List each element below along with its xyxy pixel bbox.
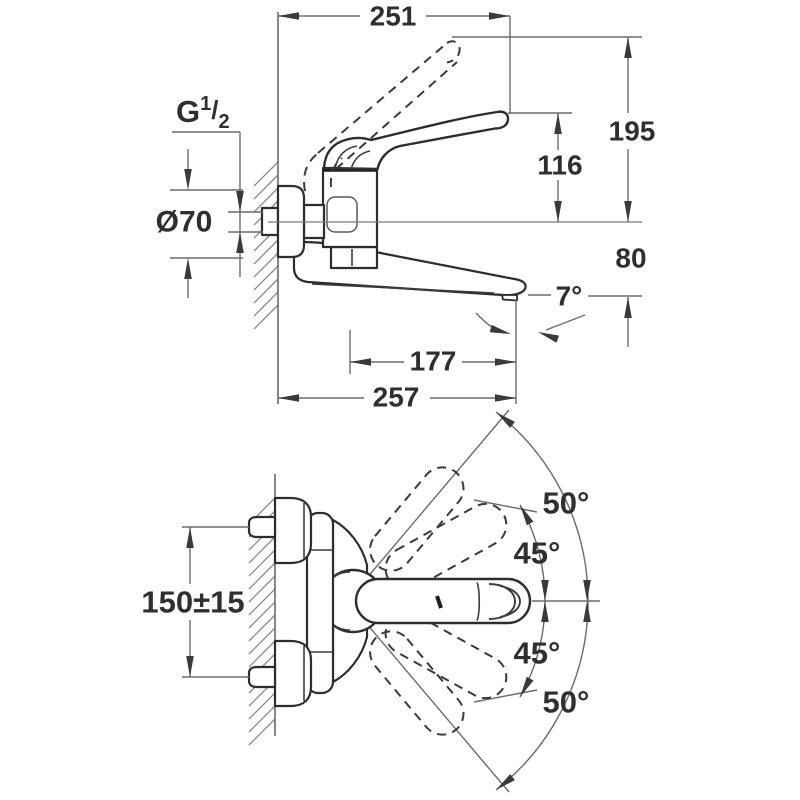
lever-handle — [322, 110, 510, 171]
swing-line-upper — [365, 409, 510, 580]
dim-dia70-label: Ø70 — [156, 206, 213, 239]
dim-177-label: 177 — [410, 346, 457, 377]
dimension-116: 116 — [508, 112, 583, 222]
dimension-177: 177 — [349, 330, 516, 377]
supply-top — [247, 515, 277, 539]
front-view: 150±15 50° 45° 45° 50° — [141, 409, 600, 793]
ext-line-45-lower — [473, 689, 538, 703]
lever-hub-curve-2 — [350, 150, 371, 170]
angle-45-upper-label: 45° — [514, 536, 561, 571]
dim-thread-label: G1/2 — [176, 93, 230, 133]
angle-50-lower-label: 50° — [543, 685, 590, 720]
dim-251-label: 251 — [370, 1, 417, 32]
dimension-150: 150±15 — [141, 526, 249, 678]
dim-257-label: 257 — [373, 382, 420, 413]
supply-bottom — [247, 665, 277, 689]
dim-195-label: 195 — [609, 116, 656, 147]
spout-collar — [329, 245, 379, 270]
cartridge-detail — [326, 196, 358, 233]
dimension-195: 195 — [452, 36, 656, 222]
body-plate — [305, 511, 335, 695]
spout — [292, 240, 527, 297]
dim-116-label: 116 — [537, 150, 582, 181]
wall-hatching — [253, 161, 279, 330]
lever-front — [354, 577, 532, 625]
dim-150-label: 150±15 — [141, 585, 244, 620]
swing-line-lower — [365, 622, 510, 793]
dimension-80: 80 — [588, 243, 647, 347]
spout-inner-line — [311, 283, 495, 294]
ext-line-45-upper — [473, 499, 538, 513]
side-view: 251 195 116 80 — [156, 1, 656, 413]
spout-outlet-lip — [501, 294, 518, 302]
lever-raised-dashed — [303, 40, 461, 192]
lever-seam — [476, 582, 481, 621]
dim-7deg-label: 7° — [556, 281, 583, 312]
angle-50-upper-label: 50° — [543, 486, 590, 521]
escutcheon-bottom — [273, 639, 313, 708]
dimension-257: 257 — [278, 382, 516, 413]
escutcheon-top — [273, 496, 313, 565]
dimension-251: 251 — [278, 1, 511, 114]
lever-mark — [435, 595, 443, 609]
dimension-thread-g12: G1/2 — [172, 93, 263, 277]
dim-80-label: 80 — [615, 243, 646, 274]
dimension-dia70: Ø70 — [156, 149, 243, 298]
lever-positions-dashed — [369, 466, 508, 736]
lever-endcap-2 — [499, 585, 521, 618]
dimension-7deg: 7° — [475, 281, 586, 404]
angle-45-lower-label: 45° — [514, 636, 561, 671]
